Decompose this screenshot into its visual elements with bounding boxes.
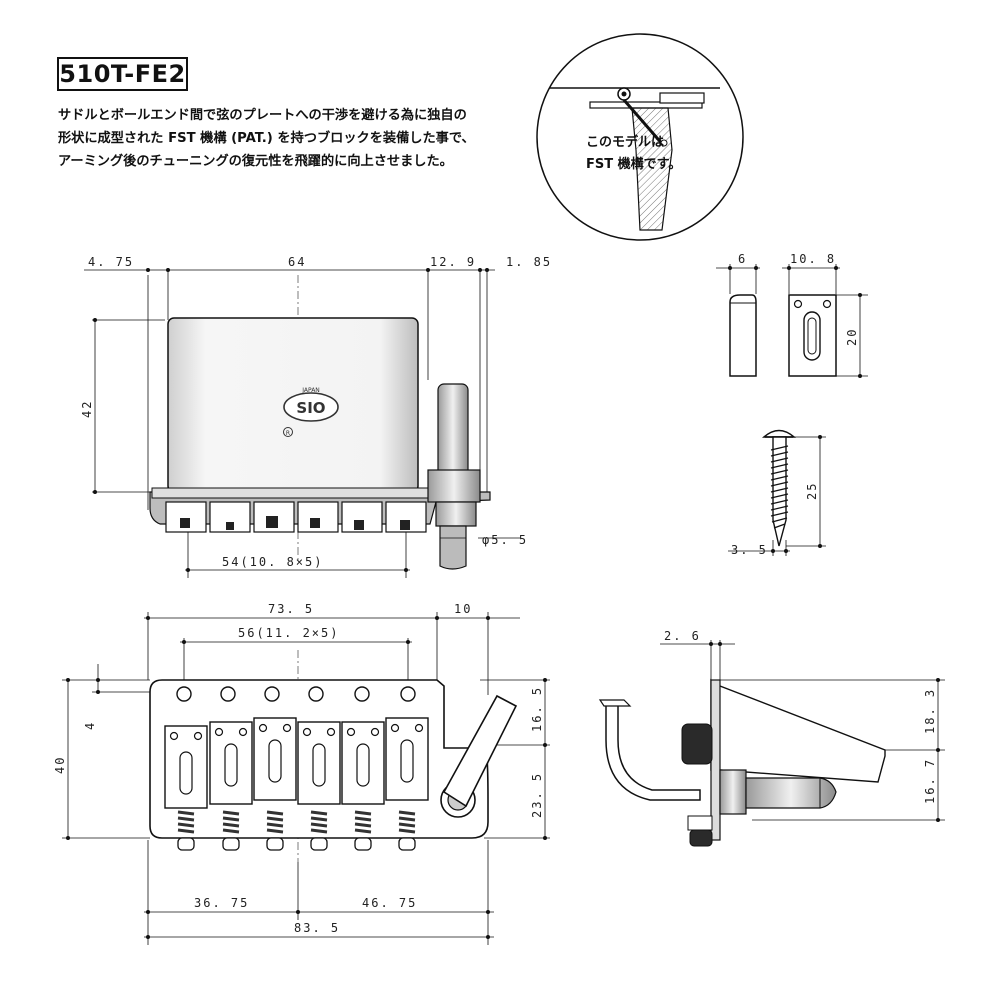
logo-subtext: JAPAN — [301, 387, 320, 394]
dim-plate-thickness: 2. 6 — [664, 629, 701, 643]
bridge-top-view: 73. 5 10 56(11. 2×5) 40 4 16. 5 23. 5 36… — [53, 602, 550, 945]
model-title-box: 510T-FE2 — [57, 57, 188, 91]
fst-detail-view: このモデルは FST 機構です。 — [536, 33, 744, 241]
registered-mark: R — [286, 430, 290, 437]
dim-screw-diameter: 3. 5 — [731, 543, 768, 557]
bridge-side-view: 2. 6 18. 3 16. 7 — [598, 629, 945, 847]
description-line-2: 形状に成型された FST 機構 (PAT.) を持つブロックを装備した事で、 — [58, 131, 475, 146]
dim-hole-offset: 4 — [83, 721, 97, 730]
dim-total-length: 83. 5 — [294, 921, 340, 935]
dim-plate-length: 73. 5 — [268, 602, 314, 616]
dim-right-part: 46. 75 — [362, 896, 417, 910]
callout-line-2: FST 機構です。 — [586, 156, 681, 172]
dim-arm-offset: 10 — [454, 602, 472, 616]
model-title: 510T-FE2 — [59, 60, 186, 88]
dim-saddle-length: 10. 8 — [790, 252, 836, 266]
dim-plate-width: 40 — [53, 756, 67, 774]
dim-left-part: 36. 75 — [194, 896, 249, 910]
callout-line-1: このモデルは — [586, 134, 664, 150]
block-front-view: SIO JAPAN R 4. 75 64 12. 9 1. 8 — [80, 255, 552, 578]
dim-left-offset: 4. 75 — [88, 255, 134, 269]
dim-saddle-height: 20 — [845, 328, 859, 346]
dim-screw-length: 25 — [805, 482, 819, 500]
dim-arm-diameter: φ5. 5 — [482, 533, 528, 547]
dim-side-upper: 18. 3 — [923, 688, 937, 734]
dim-saddle-width: 6 — [738, 252, 747, 266]
dim-block-height: 42 — [80, 400, 94, 418]
description-line-1: サドルとボールエンド間で弦のプレートへの干渉を避ける為に独自の — [58, 108, 467, 123]
dim-block-width: 64 — [288, 255, 306, 269]
logo-text: SIO — [296, 399, 325, 417]
dim-side-lower: 16. 7 — [923, 758, 937, 804]
description-line-3: アーミング後のチューニングの復元性を飛躍的に向上させました。 — [58, 154, 453, 169]
dim-post-gap: 1. 85 — [506, 255, 552, 269]
dim-lower-part: 23. 5 — [530, 772, 544, 818]
dim-upper-part: 16. 5 — [530, 686, 544, 732]
dim-post-offset: 12. 9 — [430, 255, 476, 269]
dim-hole-span: 56(11. 2×5) — [238, 626, 339, 640]
dim-saddle-span: 54(10. 8×5) — [222, 555, 323, 569]
saddle-detail-views: 6 10. 8 20 — [716, 252, 868, 378]
mounting-screw-view: 25 3. 5 — [728, 429, 826, 557]
description: サドルとボールエンド間で弦のプレートへの干渉を避ける為に独自の 形状に成型された… — [58, 104, 518, 173]
